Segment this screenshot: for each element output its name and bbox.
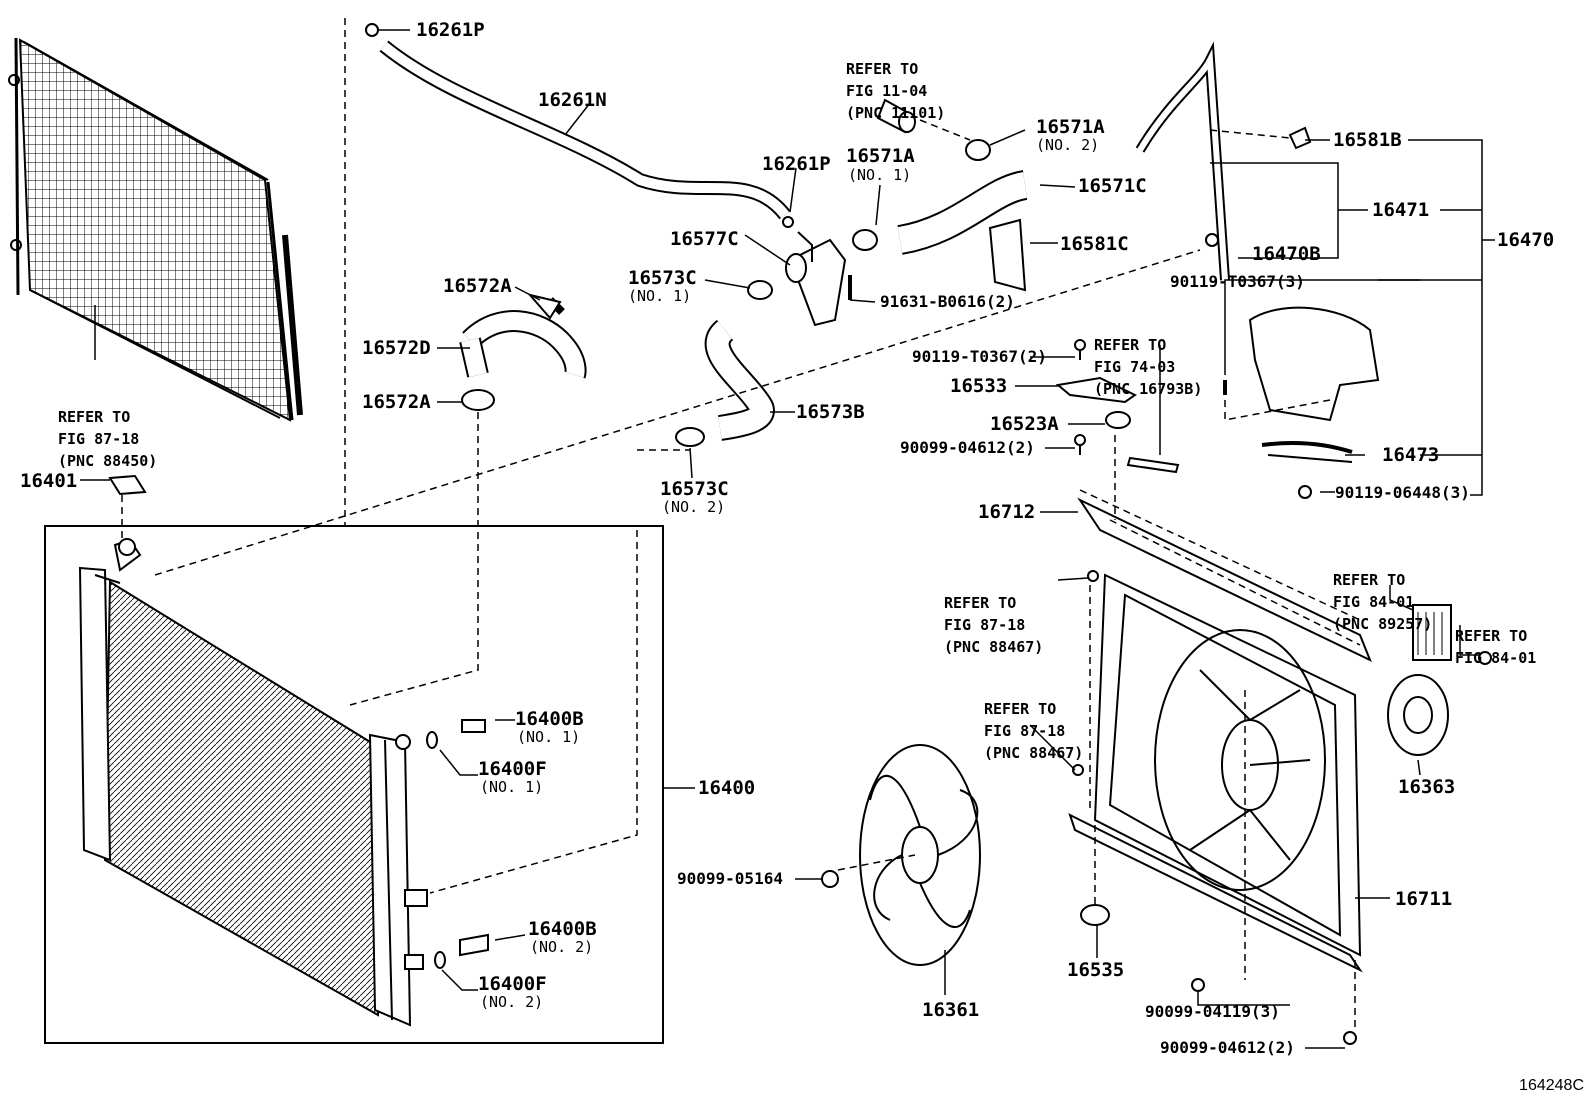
part-label: 16535: [1067, 959, 1125, 981]
part-label: 16573C: [660, 478, 729, 500]
fasteners-illustration: [108, 293, 1492, 1045]
hoses-illustration: [365, 23, 1230, 441]
part-label: 16581B: [1333, 129, 1402, 151]
part-label: 16361: [922, 999, 980, 1021]
part-label: 16523A: [990, 413, 1059, 435]
part-label: 16571A: [1036, 116, 1105, 138]
fan-illustration: [821, 744, 981, 966]
part-label: 16571A: [846, 145, 915, 167]
part-label: 16711: [1395, 888, 1453, 910]
condenser-illustration: [8, 37, 303, 422]
part-label: 90099-04119(3): [1145, 1002, 1280, 1021]
part-label: 16577C: [670, 228, 739, 250]
part-label: 16400B: [515, 708, 584, 730]
part-label: 16573C: [628, 267, 697, 289]
part-label: 16401: [20, 470, 78, 492]
part-label: 90119-T0367(3): [1170, 272, 1305, 291]
part-sublabel: (NO. 1): [480, 778, 544, 796]
part-label: 16572A: [443, 275, 512, 297]
radiator-group-box: [44, 525, 664, 1044]
part-label: 90099-05164: [677, 869, 783, 888]
part-label: 16572A: [362, 391, 431, 413]
part-label: 90119-06448(3): [1335, 483, 1470, 502]
radiator-illustration: [78, 538, 428, 1027]
reservoir-illustration: [1223, 306, 1380, 463]
part-label: 16533: [950, 375, 1008, 397]
part-label: 16470: [1497, 229, 1555, 251]
part-label: 16400F: [478, 973, 547, 995]
part-label: 16571C: [1078, 175, 1147, 197]
part-label: 16363: [1398, 776, 1456, 798]
part-label: 16581C: [1060, 233, 1129, 255]
part-label: 16473: [1382, 444, 1440, 466]
part-sublabel: (NO. 1): [848, 166, 912, 184]
dashed-guide-lines: [121, 18, 1361, 1030]
part-label: 16400: [698, 777, 756, 799]
part-label: 16572D: [362, 337, 431, 359]
part-label: 16712: [978, 501, 1036, 523]
water-outlet-illustration: [675, 126, 1312, 447]
leader-lines: [80, 29, 1495, 1049]
part-label: 90119-T0367(2): [912, 347, 1047, 366]
part-sublabel: (NO. 2): [480, 993, 544, 1011]
diagram-code: 164248C: [1519, 1077, 1584, 1094]
part-label: 16261N: [538, 89, 607, 111]
part-sublabel: (NO. 2): [662, 498, 726, 516]
part-label: 16470B: [1252, 243, 1321, 265]
part-label: 16400F: [478, 758, 547, 780]
part-label: 91631-B0616(2): [880, 292, 1015, 311]
part-sublabel: (NO. 1): [517, 728, 581, 746]
part-sublabel: (NO. 2): [530, 938, 594, 956]
part-sublabel: (NO. 1): [628, 287, 692, 305]
part-sublabel: (NO. 2): [1036, 136, 1100, 154]
fan-shroud-illustration: [1068, 497, 1372, 973]
part-label: 16471: [1372, 199, 1430, 221]
part-label: 16261P: [762, 153, 831, 175]
part-label: 90099-04612(2): [1160, 1038, 1295, 1057]
part-label: 16400B: [528, 918, 597, 940]
part-label: 16573B: [796, 401, 865, 423]
motor-illustration: [1387, 604, 1452, 756]
part-label: 90099-04612(2): [900, 438, 1035, 457]
part-label: 16261P: [416, 19, 485, 41]
